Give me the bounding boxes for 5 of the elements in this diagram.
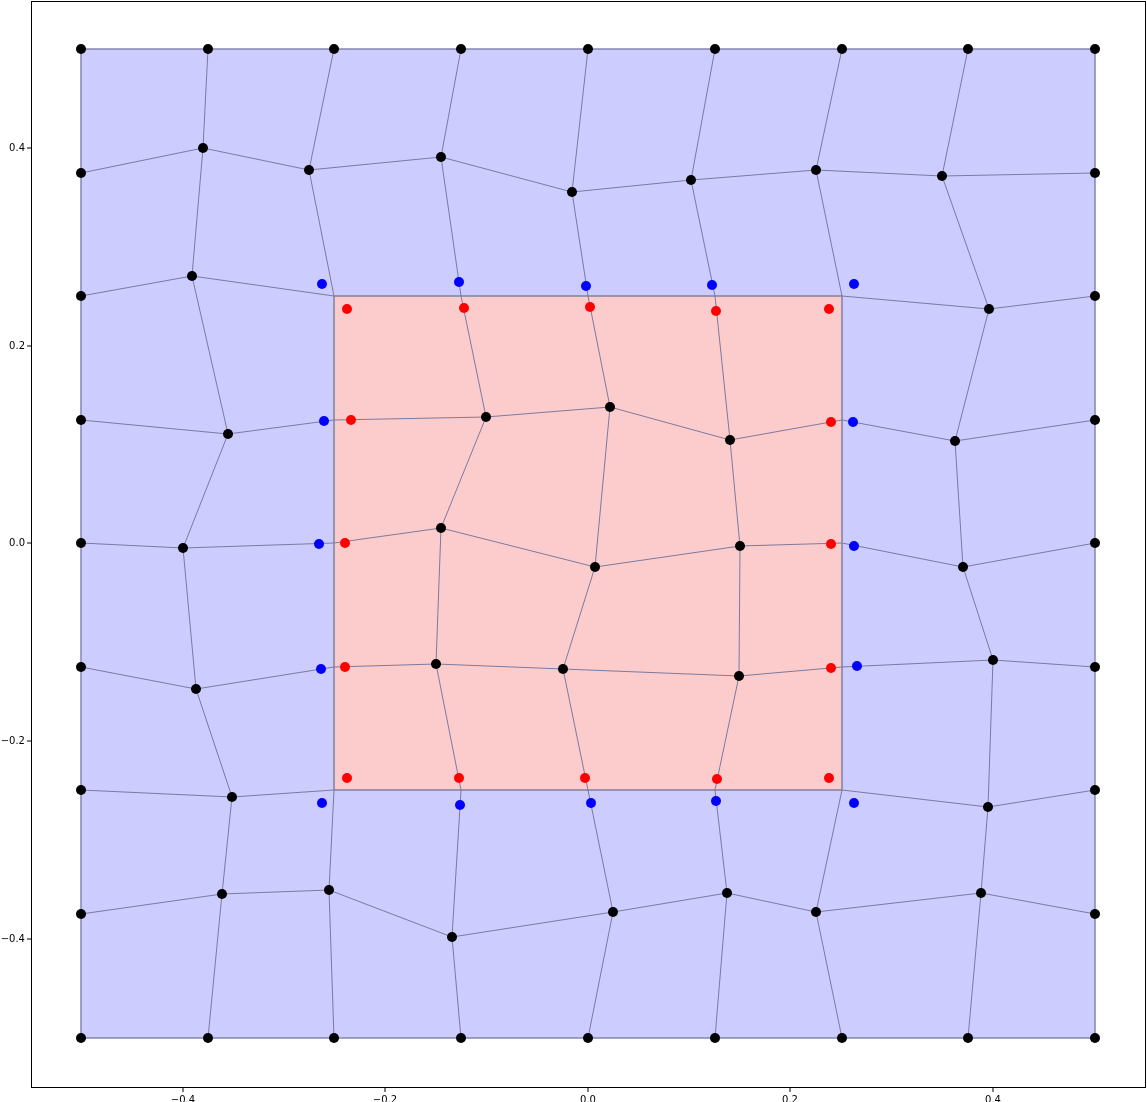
y-tick-label: 0.4 (9, 142, 25, 154)
y-tick-label: 0.2 (9, 340, 25, 352)
y-tick-label: −0.2 (0, 735, 25, 747)
y-tick-label: −0.4 (0, 933, 25, 945)
y-tick-label: 0.0 (9, 537, 25, 549)
